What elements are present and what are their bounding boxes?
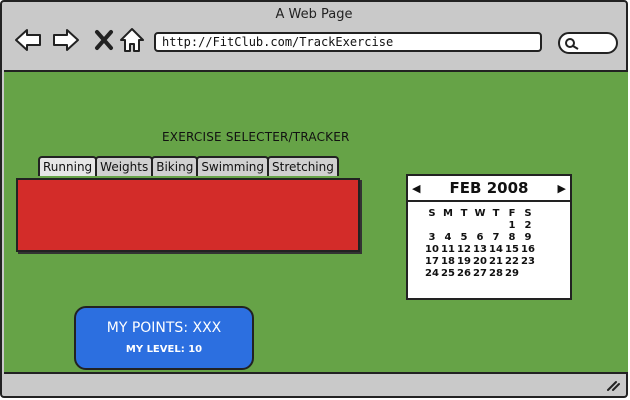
calendar-day[interactable]: 11 [441, 244, 455, 255]
tab-running[interactable]: Running [38, 156, 98, 176]
search-icon [565, 38, 579, 50]
calendar-month-label: FEB 2008 [449, 179, 529, 197]
calendar-day[interactable]: 15 [505, 244, 519, 255]
calendar-day[interactable]: 23 [521, 256, 535, 267]
calendar-weekday: S [428, 208, 436, 219]
calendar-day[interactable]: 28 [489, 268, 503, 279]
calendar-day[interactable]: 17 [425, 256, 439, 267]
tab-swimming[interactable]: Swimming [196, 156, 270, 176]
calendar-day[interactable]: 9 [524, 232, 532, 243]
calendar-weekday: T [460, 208, 468, 219]
calendar-day[interactable]: 1 [508, 220, 516, 231]
calendar-day [488, 220, 504, 232]
resize-handle-icon[interactable] [606, 379, 620, 391]
calendar-day[interactable]: 16 [521, 244, 535, 255]
calendar-weekday: T [492, 208, 500, 219]
address-bar[interactable]: http://FitClub.com/TrackExercise [154, 32, 542, 52]
calendar-day[interactable]: 26 [457, 268, 471, 279]
calendar-day[interactable]: 20 [473, 256, 487, 267]
forward-arrow-icon[interactable] [52, 26, 80, 54]
calendar-weekday: W [474, 208, 486, 219]
calendar-day[interactable]: 13 [473, 244, 487, 255]
calendar-day[interactable]: 18 [441, 256, 455, 267]
calendar-day [440, 220, 456, 232]
points-card: MY POINTS: XXX MY LEVEL: 10 [74, 306, 254, 370]
calendar-day[interactable]: 29 [505, 268, 519, 279]
exercise-tabs: Running Weights Biking Swimming Stretchi… [38, 156, 339, 178]
calendar-day [424, 220, 440, 232]
search-box[interactable] [558, 32, 618, 54]
calendar-day[interactable]: 19 [457, 256, 471, 267]
calendar-day[interactable]: 7 [492, 232, 500, 243]
page-title: EXERCISE SELECTER/TRACKER [162, 130, 350, 144]
my-level-text: MY LEVEL: 10 [125, 344, 203, 355]
page-content: EXERCISE SELECTER/TRACKER Running Weight… [4, 70, 628, 374]
calendar-day [520, 268, 536, 280]
tab-stretching[interactable]: Stretching [267, 156, 339, 176]
calendar-weekday: M [443, 208, 453, 219]
calendar-day[interactable]: 14 [489, 244, 503, 255]
previous-month-icon[interactable]: ◀ [412, 181, 421, 195]
tab-content-panel [16, 178, 360, 252]
calendar-day[interactable]: 4 [444, 232, 452, 243]
calendar-day[interactable]: 22 [505, 256, 519, 267]
calendar-day[interactable]: 27 [473, 268, 487, 279]
calendar-day[interactable]: 6 [476, 232, 484, 243]
calendar-day [456, 220, 472, 232]
calendar-day [472, 220, 488, 232]
calendar-weekday: S [524, 208, 532, 219]
status-bar [2, 374, 626, 398]
calendar-day[interactable]: 12 [457, 244, 471, 255]
window-title: A Web Page [275, 7, 353, 22]
calendar-weekday: F [508, 208, 516, 219]
calendar-day[interactable]: 25 [441, 268, 455, 279]
calendar-day[interactable]: 8 [508, 232, 516, 243]
calendar-header: ◀ FEB 2008 ▶ [408, 176, 570, 202]
my-points-text: MY POINTS: XXX [106, 320, 222, 336]
home-icon[interactable] [118, 26, 146, 54]
browser-toolbar: http://FitClub.com/TrackExercise [2, 24, 626, 70]
back-arrow-icon[interactable] [14, 26, 42, 54]
calendar-day[interactable]: 21 [489, 256, 503, 267]
calendar-day[interactable]: 5 [460, 232, 468, 243]
calendar-day[interactable]: 24 [425, 268, 439, 279]
calendar-day[interactable]: 2 [524, 220, 532, 231]
next-month-icon[interactable]: ▶ [557, 181, 566, 195]
calendar-day[interactable]: 3 [428, 232, 436, 243]
tab-weights[interactable]: Weights [95, 156, 154, 176]
tab-biking[interactable]: Biking [151, 156, 199, 176]
close-icon[interactable] [90, 26, 118, 54]
calendar-day[interactable]: 10 [425, 244, 439, 255]
